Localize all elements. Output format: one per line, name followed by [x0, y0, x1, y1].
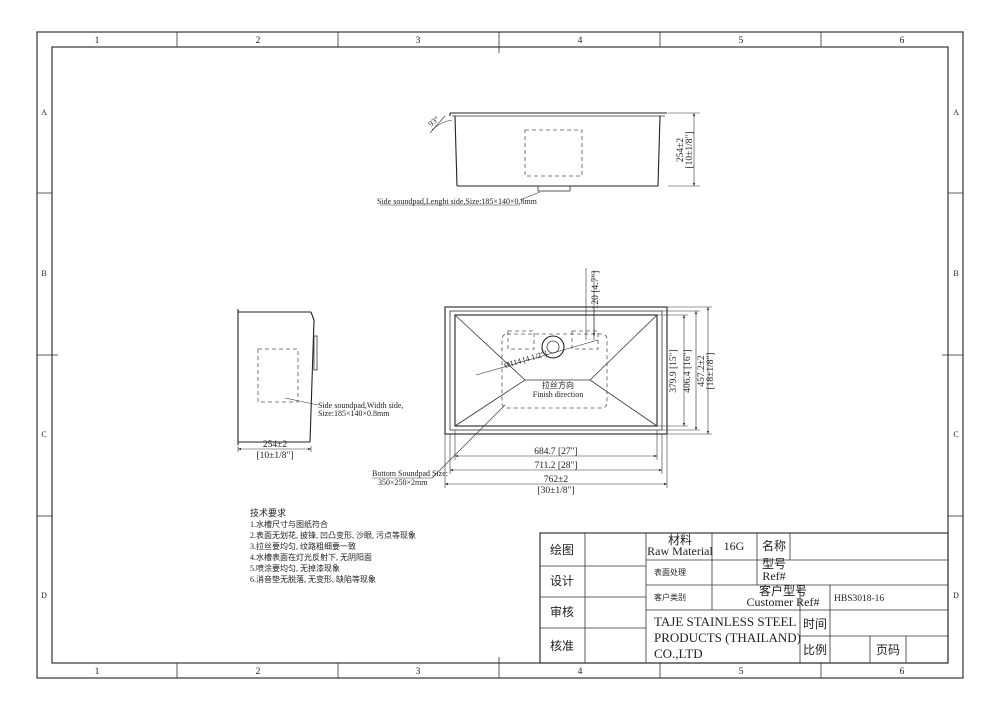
row-label-b: B	[41, 269, 46, 278]
tech-req-item-2: 2.表面无划花, 披锋, 凹凸变形, 沙眼, 污点等现象	[250, 530, 416, 540]
drain-hole	[541, 335, 565, 359]
side-elevation-view: Side soundpad,Width side, Size:185×140×0…	[237, 309, 403, 461]
technical-requirements: 技术要求 1.水槽尺寸与图纸符合 2.表面无划花, 披锋, 凹凸变形, 沙眼, …	[250, 507, 416, 584]
row-label-c: C	[41, 430, 46, 439]
outer-frame	[36, 31, 964, 679]
drain-offset-dim: 120 [4.7"]	[591, 271, 601, 310]
tb-company-line-1: TAJE STAINLESS STEEL	[654, 614, 796, 629]
sink-outer-rim	[444, 306, 668, 435]
row-label-c-right: C	[953, 430, 958, 439]
length-side-soundpad-note: Side soundpad,Lenght side,Size:185×140×0…	[377, 197, 538, 206]
width-side-soundpad-note-2: Size:185×140×0.8mm	[318, 409, 390, 418]
row-label-d: D	[41, 591, 47, 600]
tb-material-en: Raw Material	[647, 544, 713, 558]
border-ticks	[37, 32, 963, 678]
inner-length-dim: 684.7 [27"]	[534, 447, 577, 457]
tech-req-item-6: 6.消音垫无脱落, 无变形, 缺陷等现象	[250, 574, 376, 584]
outer-width-dim-inch: [18±1/8"]	[706, 352, 716, 389]
row-label-a: A	[41, 108, 47, 117]
tb-customer-model-value: HBS3018-16	[834, 594, 884, 604]
side-width-dim: 254±2	[263, 440, 287, 450]
inner-width-dim: 379.9 [15"]	[669, 349, 679, 392]
tb-model-cn: 型号	[762, 557, 786, 571]
tb-draw-label: 绘图	[550, 542, 574, 557]
tb-company-line-2: PRODUCTS (THAILAND)	[654, 630, 801, 645]
drain-diameter-dim: Ø114 [4 1/2"]	[503, 349, 548, 370]
bottom-soundpad-note-2: 350×250×2mm	[378, 478, 428, 487]
tech-req-item-3: 3.拉丝要均匀, 纹路粗细要一致	[250, 541, 356, 551]
inner-frame	[51, 46, 949, 664]
col-label-3-bottom: 3	[416, 667, 421, 677]
finish-direction-cn: 拉丝方向	[542, 380, 574, 390]
tb-time-label: 时间	[803, 617, 827, 631]
col-label-1: 1	[95, 36, 100, 46]
bottom-soundpad	[501, 333, 608, 409]
angle-label: 93°	[427, 114, 441, 128]
row-label-b-right: B	[953, 269, 958, 278]
tech-req-title: 技术要求	[250, 507, 286, 518]
row-label-d-right: D	[953, 591, 959, 600]
col-label-2: 2	[256, 36, 261, 46]
mid-length-dim: 711.2 [28"]	[534, 461, 577, 471]
front-height-dim: 254±2	[676, 138, 686, 162]
col-label-6: 6	[900, 36, 905, 46]
tb-design-label: 设计	[550, 574, 574, 588]
tb-customer-label: 客户类别	[654, 592, 686, 602]
col-label-3: 3	[416, 36, 421, 46]
length-side-soundpad	[524, 129, 583, 177]
tb-name-label: 名称	[762, 538, 786, 553]
tb-customer-model-cn: 客户型号	[759, 583, 807, 598]
tb-approve-label: 核准	[550, 639, 574, 653]
side-width-dim-inch: [10±1/8"]	[256, 451, 293, 461]
tb-company-line-3: CO.,LTD	[654, 646, 703, 661]
col-label-6-bottom: 6	[900, 667, 905, 677]
tb-customer-model-en: Customer Ref#	[747, 595, 820, 609]
tb-surface-label: 表面处理	[654, 567, 686, 577]
title-block: 绘图 设计 审核 核准 材料 Raw Material 16G 名称 表面处理 …	[539, 532, 949, 664]
tb-scale-label: 比例	[803, 643, 827, 657]
bottom-soundpad-note-1: Bottom Soundpad Size:	[372, 469, 448, 478]
outer-length-dim-inch: [30±1/8"]	[537, 486, 574, 496]
width-side-soundpad-note-1: Side soundpad,Width side,	[318, 401, 403, 410]
tech-req-item-4: 4.水槽表面在灯光反射下, 无阴阳面	[250, 552, 372, 562]
outer-length-dim: 762±2	[544, 475, 568, 485]
col-label-5: 5	[739, 36, 744, 46]
finish-direction-en: Finish direction	[533, 390, 583, 399]
mid-width-dim: 406.4 [16"]	[683, 349, 693, 392]
tb-review-label: 审核	[550, 604, 574, 619]
col-label-4-bottom: 4	[578, 667, 583, 677]
col-label-4: 4	[578, 36, 583, 46]
tech-req-item-5: 5.喷涂要均匀, 无掉漆现象	[250, 563, 340, 573]
outer-width-dim: 457.2±2	[697, 355, 707, 387]
plan-view: 120 [4.7"] Ø114 [4 1/2"] 拉丝方向 Finish dir…	[372, 268, 716, 496]
col-label-5-bottom: 5	[739, 667, 744, 677]
width-side-soundpad	[257, 348, 299, 403]
col-label-2-bottom: 2	[256, 667, 261, 677]
tb-material-value: 16G	[724, 539, 745, 553]
sink-bowl	[454, 314, 658, 427]
tech-req-item-1: 1.水槽尺寸与图纸符合	[250, 519, 328, 529]
front-elevation-view: 93° 254±2 [10±1/8"] Side soundpad,Lenght…	[377, 112, 700, 206]
front-height-dim-inch: [10±1/8"]	[685, 131, 695, 168]
col-label-1-bottom: 1	[95, 667, 100, 677]
row-label-a-right: A	[953, 108, 959, 117]
tb-page-label: 页码	[876, 643, 900, 657]
tb-material-cn: 材料	[668, 533, 692, 547]
tb-model-en: Ref#	[762, 569, 785, 583]
